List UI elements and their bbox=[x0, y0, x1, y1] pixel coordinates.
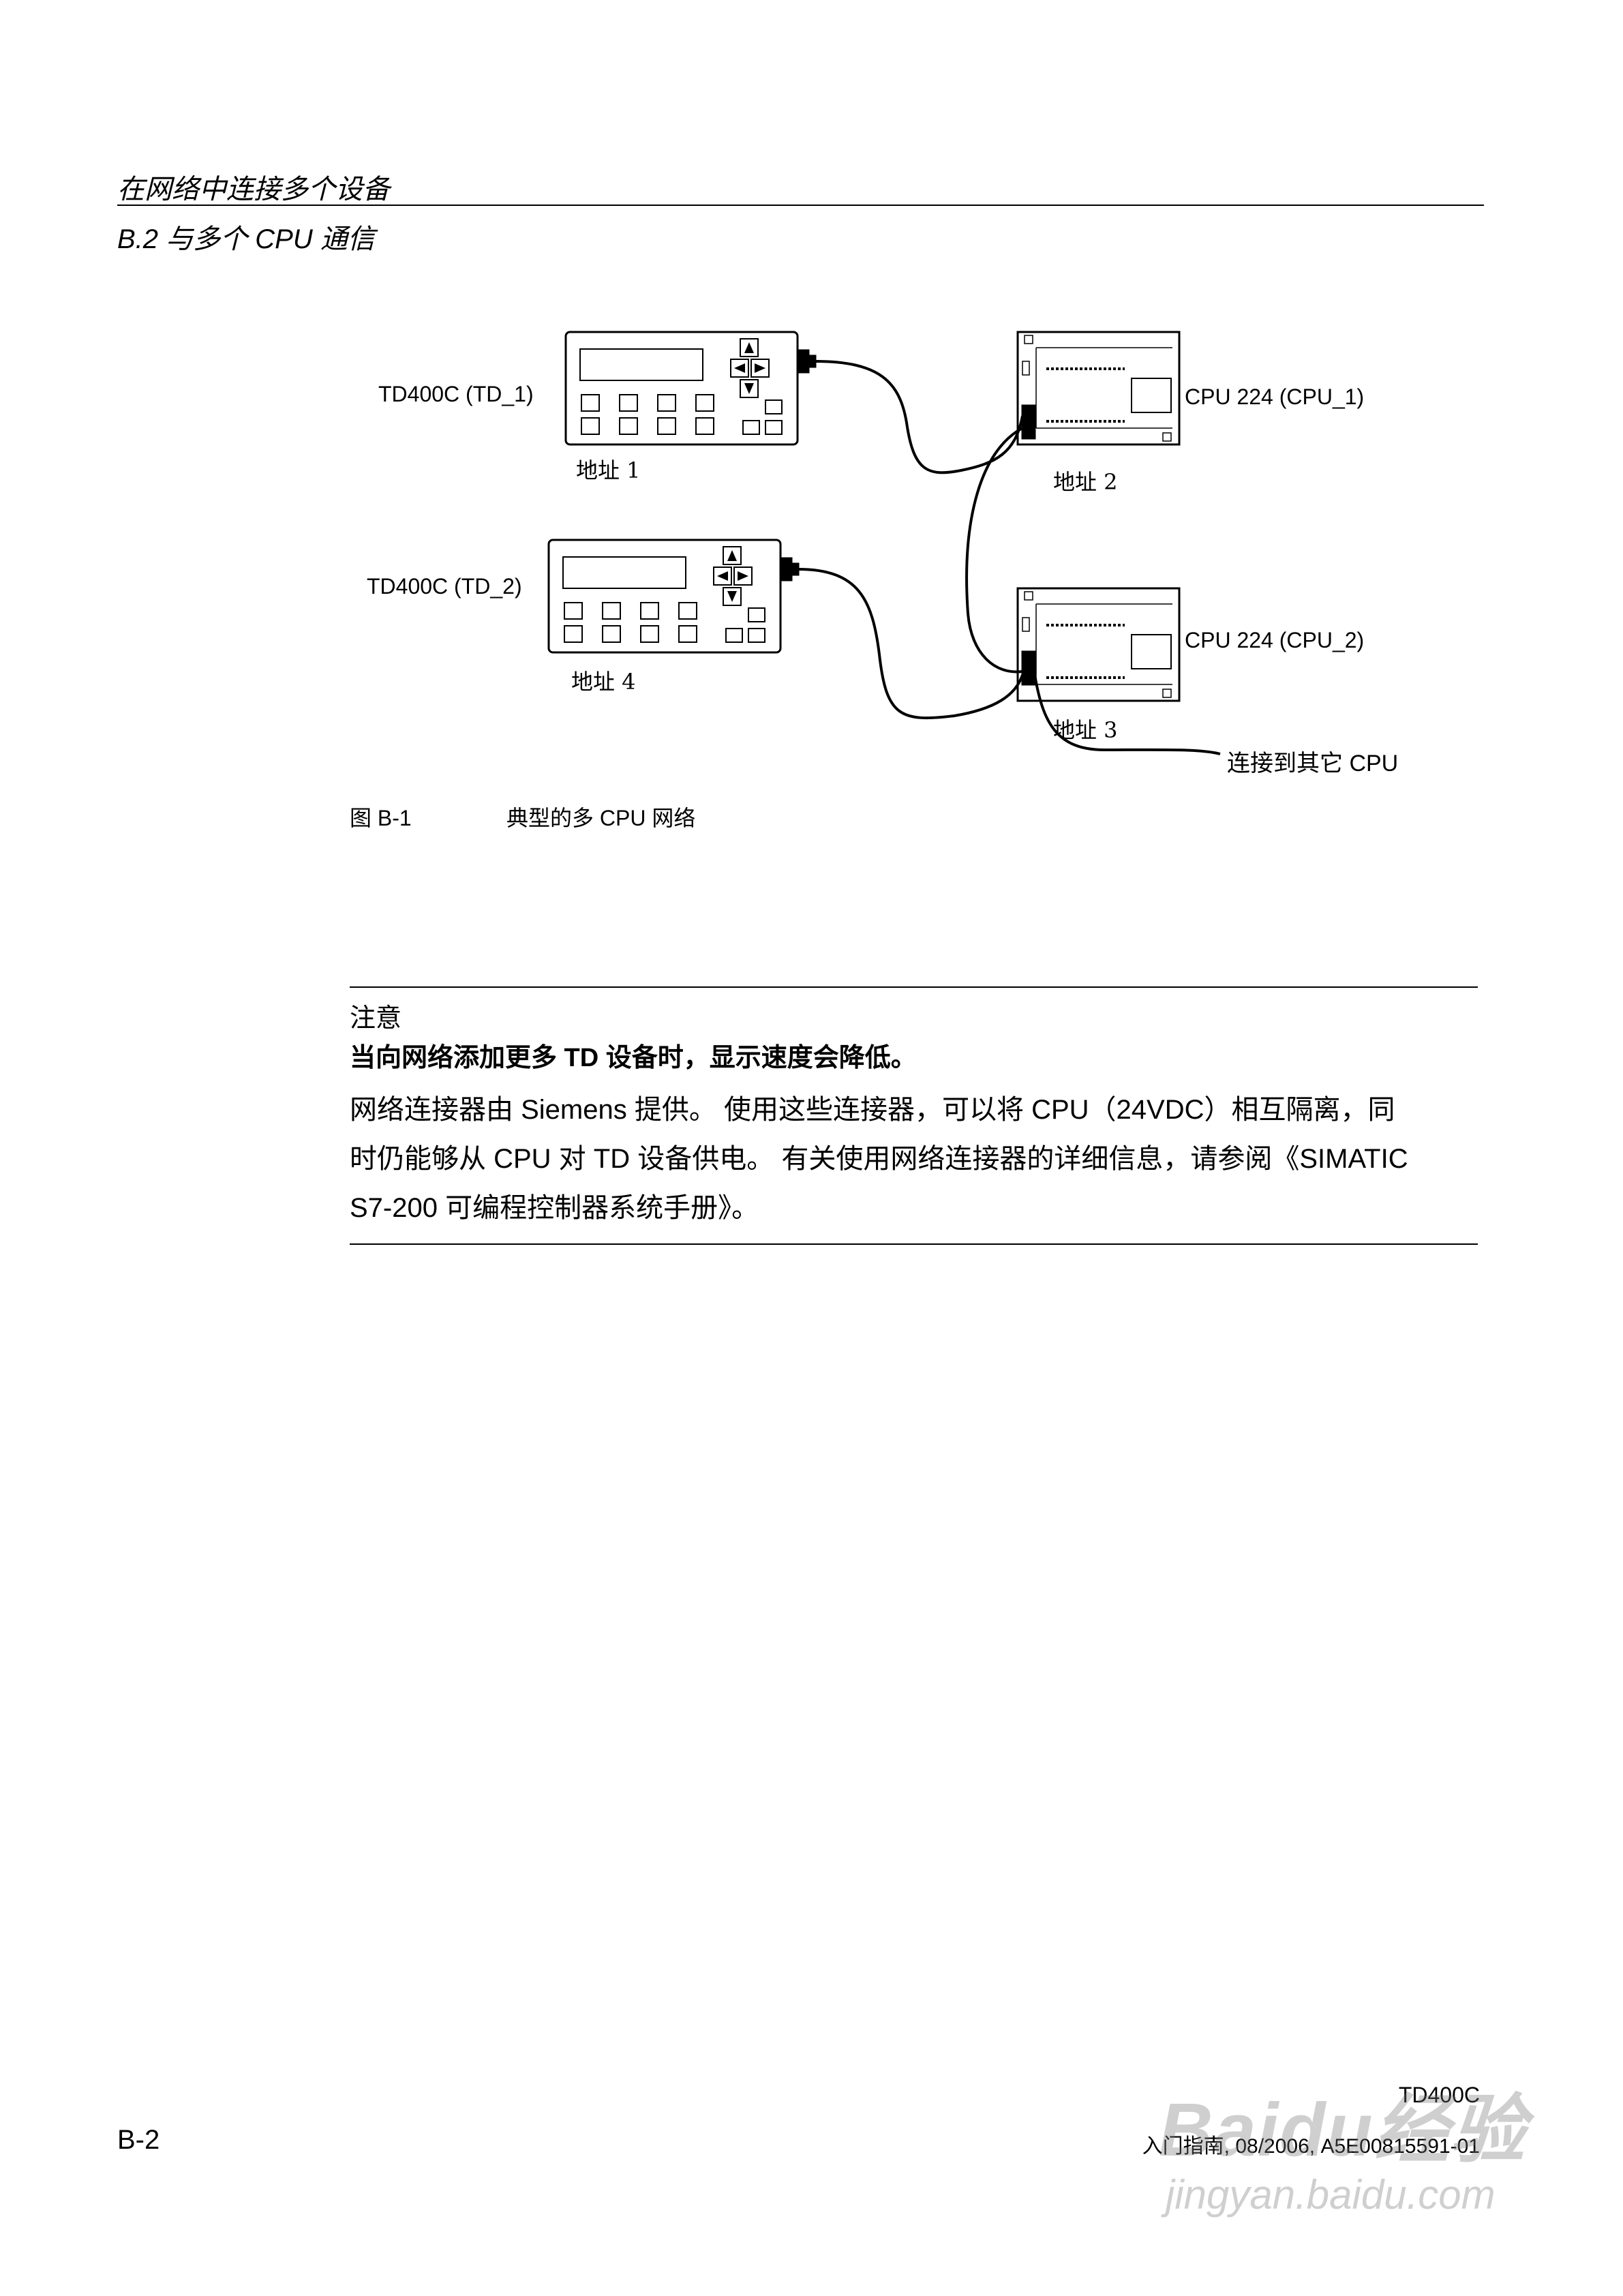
watermark-url: jingyan.baidu.com bbox=[1166, 2172, 1496, 2218]
td400c-device-1 bbox=[564, 331, 817, 446]
cpu224-device-1 bbox=[1016, 331, 1181, 446]
other-cpu-label: 连接到其它 CPU bbox=[1227, 751, 1399, 776]
watermark: Baidu经验 jingyan.baidu.com bbox=[1159, 2089, 1541, 2219]
network-diagram bbox=[547, 331, 1221, 755]
product-name: TD400C bbox=[1398, 2083, 1480, 2107]
note-line-3: S7-200 可编程控制器系统手册》。 bbox=[350, 1193, 759, 1223]
address-4-label: 地址 4 bbox=[571, 669, 636, 695]
network-cables bbox=[798, 360, 1221, 755]
td1-label: TD400C (TD_1) bbox=[378, 382, 534, 406]
cpu2-label: CPU 224 (CPU_2) bbox=[1185, 628, 1365, 652]
cpu1-label: CPU 224 (CPU_1) bbox=[1185, 384, 1365, 409]
note-body: 网络连接器由 Siemens 提供。 使用这些连接器，可以将 CPU（24VDC… bbox=[350, 1085, 1481, 1233]
watermark-logo: Baidu经验 bbox=[1159, 2088, 1527, 2172]
address-1-label: 地址 1 bbox=[576, 457, 641, 483]
note-title: 注意 bbox=[350, 1004, 402, 1033]
chapter-title: 在网络中连接多个设备 bbox=[117, 175, 390, 205]
header-rule bbox=[117, 205, 1484, 206]
note-bold-line: 当向网络添加更多 TD 设备时，显示速度会降低。 bbox=[350, 1044, 917, 1072]
page-number: B-2 bbox=[117, 2125, 160, 2155]
note-bottom-rule bbox=[350, 1243, 1478, 1245]
document-id: 入门指南, 08/2006, A5E00815591-01 bbox=[1142, 2135, 1480, 2158]
address-2-label: 地址 2 bbox=[1053, 469, 1118, 495]
td2-label: TD400C (TD_2) bbox=[367, 574, 522, 599]
cpu224-device-2 bbox=[1016, 587, 1181, 702]
note-line-2: 时仍能够从 CPU 对 TD 设备供电。 有关使用网络连接器的详细信息，请参阅《… bbox=[350, 1144, 1408, 1174]
address-3-label: 地址 3 bbox=[1053, 717, 1118, 743]
figure-caption: 典型的多 CPU 网络 bbox=[506, 806, 696, 830]
td400c-device-2 bbox=[547, 539, 800, 654]
section-title: B.2 与多个 CPU 通信 bbox=[117, 224, 375, 254]
note-line-1: 网络连接器由 Siemens 提供。 使用这些连接器，可以将 CPU（24VDC… bbox=[350, 1095, 1395, 1125]
figure-number: 图 B-1 bbox=[350, 806, 412, 830]
note-top-rule bbox=[350, 986, 1478, 988]
